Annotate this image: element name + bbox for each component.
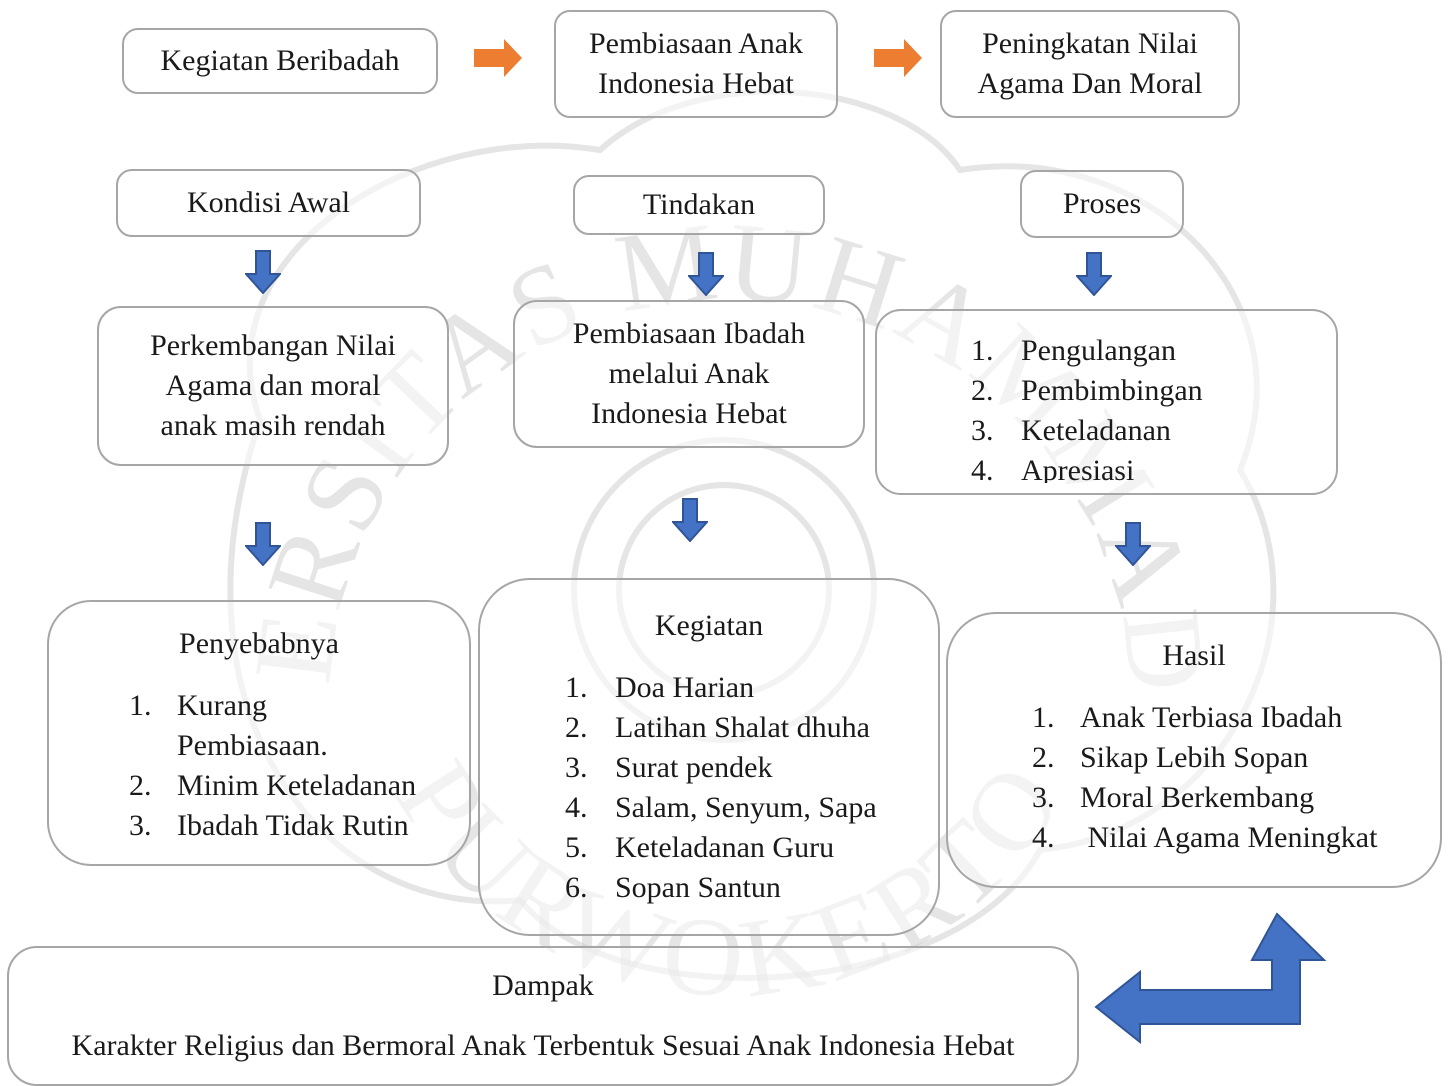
step3-label: Peningkatan Nilai Agama Dan Moral (977, 27, 1203, 100)
kegiatan-box: Kegiatan 1.Doa Harian 2.Latihan Shalat d… (478, 578, 940, 936)
proses-label: Proses (1062, 187, 1142, 220)
tindakan-label: Tindakan (642, 188, 756, 221)
step-peningkatan-nilai: Peningkatan Nilai Agama Dan Moral (940, 10, 1240, 118)
list-item: 2.Sikap Lebih Sopan (1032, 741, 1309, 774)
list-item: 1.Doa Harian (565, 671, 755, 704)
list-item: 1.Kurang Pembiasaan. (129, 689, 328, 762)
down-arrow-icon (672, 498, 708, 542)
list-item: 3.Moral Berkembang (1032, 781, 1315, 814)
hasil-list: 1.Anak Terbiasa Ibadah 2.Sikap Lebih Sop… (1032, 698, 1432, 858)
list-item: 5.Keteladanan Guru (565, 831, 835, 864)
proses-steps-box: 1.Pengulangan 2.Pembimbingan 3.Keteladan… (875, 309, 1338, 495)
tindakan-statement: Pembiasaan Ibadah melalui Anak Indonesia… (513, 300, 865, 448)
kondisi-awal-statement-text: Perkembangan Nilai Agama dan moral anak … (150, 329, 396, 442)
down-arrow-icon (688, 252, 724, 296)
tindakan-statement-text: Pembiasaan Ibadah melalui Anak Indonesia… (572, 317, 806, 430)
list-item: 1.Anak Terbiasa Ibadah (1032, 701, 1343, 734)
list-item: 2.Minim Keteladanan (129, 769, 417, 802)
list-item: 2.Latihan Shalat dhuha (565, 711, 870, 744)
list-item: 2.Pembimbingan (971, 374, 1203, 407)
penyebab-title: Penyebabnya (179, 627, 339, 660)
step-pembiasaan-anak: Pembiasaan Anak Indonesia Hebat (554, 10, 838, 118)
list-item: 3.Keteladanan (971, 414, 1171, 447)
list-item: 4.Apresiasi (971, 454, 1135, 483)
header-tindakan: Tindakan (573, 175, 825, 235)
list-item: 3.Ibadah Tidak Rutin (129, 809, 409, 842)
step-kegiatan-beribadah: Kegiatan Beribadah (122, 28, 438, 94)
kondisi-awal-label: Kondisi Awal (186, 186, 351, 219)
step2-label: Pembiasaan Anak Indonesia Hebat (588, 27, 804, 100)
kondisi-awal-statement: Perkembangan Nilai Agama dan moral anak … (97, 306, 449, 466)
penyebab-list: 1.Kurang Pembiasaan. 2.Minim Keteladanan… (129, 686, 459, 846)
header-proses: Proses (1020, 170, 1184, 238)
dampak-box: Dampak Karakter Religius dan Bermoral An… (7, 946, 1079, 1086)
hasil-title: Hasil (1162, 639, 1226, 672)
list-item: 4. Nilai Agama Meningkat (1032, 821, 1378, 854)
down-arrow-icon (245, 522, 281, 566)
down-arrow-icon (1076, 252, 1112, 296)
dampak-title: Dampak (492, 969, 594, 1002)
bent-return-arrow-icon (1094, 912, 1327, 1044)
proses-steps-list: 1.Pengulangan 2.Pembimbingan 3.Keteladan… (971, 331, 1321, 483)
down-arrow-icon (245, 250, 281, 294)
list-item: 3.Surat pendek (565, 751, 773, 784)
list-item: 1.Pengulangan (971, 334, 1176, 367)
penyebab-box: Penyebabnya 1.Kurang Pembiasaan. 2.Minim… (47, 600, 471, 866)
dampak-text: Karakter Religius dan Bermoral Anak Terb… (71, 1029, 1015, 1062)
step1-label: Kegiatan Beribadah (160, 44, 400, 77)
list-item: 6.Sopan Santun (565, 871, 781, 904)
header-kondisi-awal: Kondisi Awal (116, 169, 421, 237)
down-arrow-icon (1115, 522, 1151, 566)
hasil-box: Hasil 1.Anak Terbiasa Ibadah 2.Sikap Leb… (946, 612, 1442, 888)
kegiatan-list: 1.Doa Harian 2.Latihan Shalat dhuha 3.Su… (565, 668, 925, 908)
right-arrow-icon (874, 39, 922, 77)
right-arrow-icon (474, 39, 522, 77)
kegiatan-title: Kegiatan (654, 609, 764, 642)
list-item: 4.Salam, Senyum, Sapa (565, 791, 877, 824)
